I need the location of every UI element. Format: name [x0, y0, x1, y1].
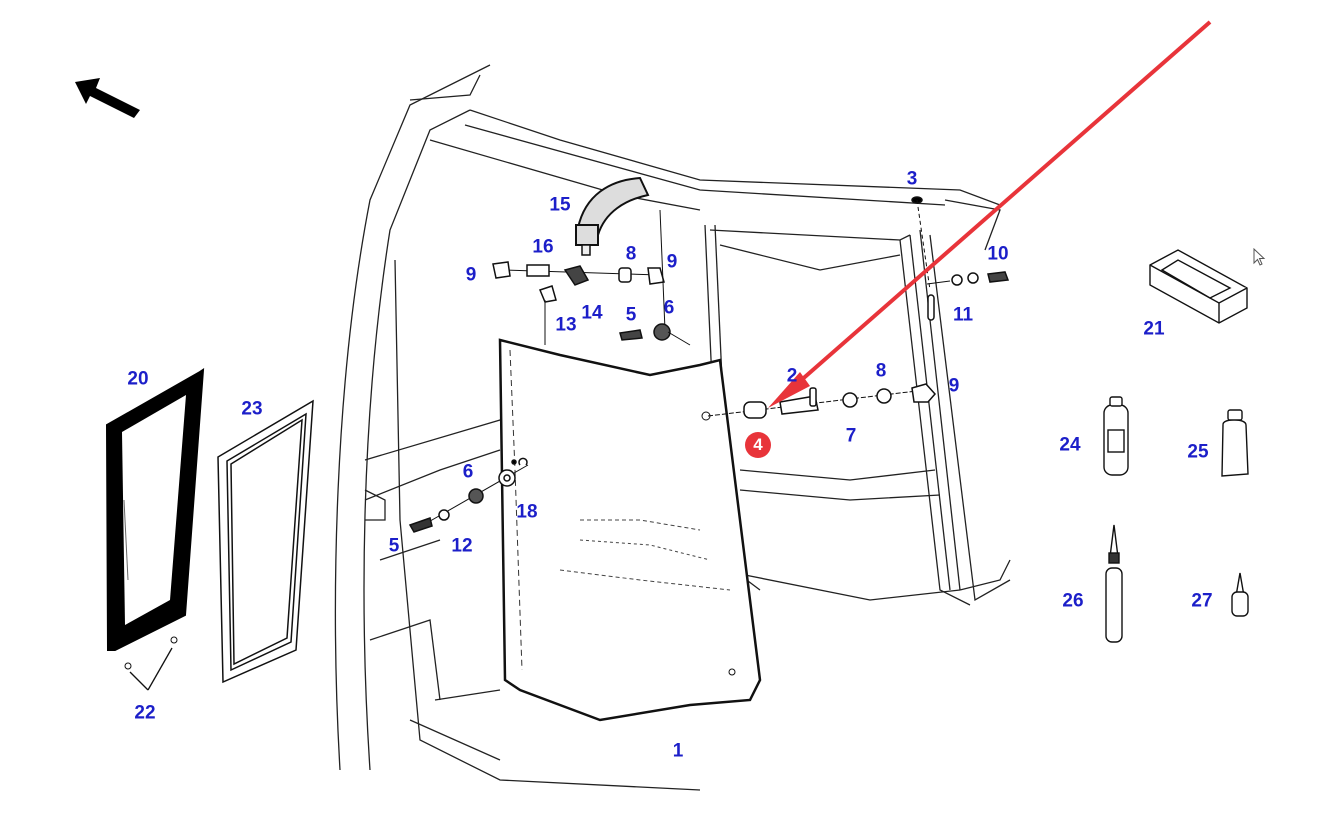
part-label-12[interactable]: 12 — [451, 535, 473, 557]
part-label-3[interactable]: 3 — [906, 168, 918, 190]
part-label-15[interactable]: 15 — [549, 194, 571, 216]
part-label-6-top[interactable]: 6 — [663, 297, 675, 319]
part-label-22[interactable]: 22 — [134, 702, 156, 724]
part-label-5-top[interactable]: 5 — [625, 304, 637, 326]
part-label-11[interactable]: 11 — [952, 304, 974, 326]
part-label-9-top[interactable]: 9 — [666, 251, 678, 273]
part-label-16[interactable]: 16 — [532, 236, 554, 258]
part-label-1[interactable]: 1 — [672, 740, 684, 762]
latch-hardware — [707, 383, 937, 419]
sealing-compound-box — [1149, 249, 1248, 324]
window-glass — [105, 368, 205, 691]
part-label-25[interactable]: 25 — [1187, 441, 1209, 463]
door-stop-hardware — [911, 196, 1010, 321]
window-seal — [217, 399, 314, 684]
part-label-8-right[interactable]: 8 — [875, 360, 887, 382]
door-panel — [498, 338, 762, 722]
direction-arrow-icon — [75, 78, 140, 118]
part-label-5-lower[interactable]: 5 — [388, 535, 400, 557]
consumable-bottles — [1103, 396, 1249, 643]
part-label-26[interactable]: 26 — [1062, 590, 1084, 612]
part-label-23[interactable]: 23 — [241, 398, 263, 420]
badge-text: 4 — [753, 435, 763, 454]
hinge-hardware-top — [492, 209, 691, 346]
hinge-hardware-lower — [408, 457, 529, 533]
mouse-cursor-icon — [1253, 248, 1266, 266]
part-label-6-lower[interactable]: 6 — [462, 461, 474, 483]
part-label-9-left[interactable]: 9 — [465, 264, 477, 286]
part-label-20[interactable]: 20 — [127, 368, 149, 390]
highlighted-part-badge-4[interactable]: 4 — [745, 432, 771, 458]
part-label-7[interactable]: 7 — [845, 425, 857, 447]
part-label-8-top[interactable]: 8 — [625, 243, 637, 265]
red-pointer-arrow — [768, 20, 1212, 408]
cab-frame — [334, 64, 1011, 791]
part-label-18[interactable]: 18 — [516, 501, 538, 523]
part-label-10[interactable]: 10 — [987, 243, 1009, 265]
grab-handle — [575, 176, 650, 256]
part-label-2[interactable]: 2 — [786, 365, 798, 387]
part-label-27[interactable]: 27 — [1191, 590, 1213, 612]
part-label-9-right[interactable]: 9 — [948, 375, 960, 397]
part-label-14[interactable]: 14 — [581, 302, 603, 324]
part-label-21[interactable]: 21 — [1143, 318, 1165, 340]
part-label-13[interactable]: 13 — [555, 314, 577, 336]
part-label-24[interactable]: 24 — [1059, 434, 1081, 456]
